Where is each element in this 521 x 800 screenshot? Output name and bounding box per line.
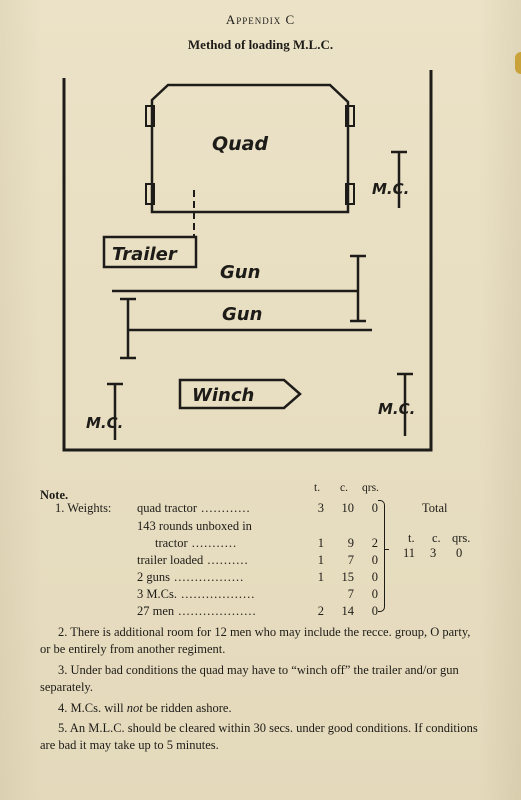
weight-row-label: 27 men ................... — [137, 604, 257, 618]
weight-row-label: quad tractor ............ — [137, 501, 251, 515]
col-header-cwt: c. — [340, 482, 348, 494]
note-paragraph-5: 5. An M.L.C. should be cleared within 30… — [40, 721, 478, 752]
total-heading: Total — [422, 501, 448, 515]
gun-1: Gun — [112, 254, 366, 323]
motorcycle-right-lower: M.C. — [378, 372, 415, 436]
total-col-t: t. — [408, 531, 415, 545]
mc-right-lower-label: M.C. — [378, 400, 415, 418]
weight-row-label: 2 guns ................. — [137, 570, 245, 584]
winch-label: Winch — [192, 385, 254, 406]
gun-2-label: Gun — [222, 304, 262, 325]
col-header-qrs: qrs. — [362, 482, 379, 494]
trailer-label: Trailer — [112, 244, 178, 265]
weights-prefix: 1. Weights: — [55, 501, 112, 515]
total-brace — [378, 500, 385, 612]
note-heading: Note. — [40, 488, 69, 502]
weight-row-q: 0 — [371, 570, 378, 584]
motorcycle-right-upper: M.C. — [372, 150, 409, 208]
total-col-qrs: qrs. — [452, 531, 471, 545]
weight-row-c: 15 — [341, 570, 355, 584]
quad-wheel-front-right — [345, 105, 355, 127]
weight-row-q: 2 — [371, 536, 378, 550]
winch: Winch — [178, 378, 302, 410]
mc-left-lower-label: M.C. — [86, 414, 123, 432]
weight-row-t: 1 — [317, 553, 324, 567]
total-value-t: 11 — [403, 546, 416, 560]
weight-row-c: 10 — [341, 501, 355, 515]
quad-wheel-rear-right — [345, 183, 355, 205]
weight-row-label: 3 M.Cs. .................. — [137, 587, 256, 601]
weight-row-t: 2 — [317, 604, 324, 618]
total-value-c: 3 — [430, 546, 437, 560]
quad-wheel-front-left — [145, 105, 155, 127]
weight-row-c: 7 — [347, 553, 354, 567]
weight-row-c: 9 — [347, 536, 354, 550]
gun-1-label: Gun — [220, 262, 260, 283]
page-title: Method of loading M.L.C. — [187, 37, 334, 52]
weight-row-label: 143 rounds unboxed in — [137, 519, 252, 533]
motorcycle-left-lower: M.C. — [86, 382, 123, 440]
weight-row-label: tractor ........... — [155, 536, 238, 550]
winch-box — [178, 378, 302, 410]
weight-row-q: 0 — [371, 604, 378, 618]
quad-body — [150, 83, 350, 214]
weight-row-label: trailer loaded .......... — [137, 553, 249, 567]
quad-label: Quad — [212, 133, 268, 155]
note-paragraph-2: 2. There is additional room for 12 men w… — [40, 625, 471, 656]
weight-row-c: 7 — [347, 587, 354, 601]
trailer: Trailer — [102, 235, 198, 269]
quad-vehicle: Quad — [145, 83, 355, 236]
craft-outline — [62, 70, 433, 452]
quad-wheel-rear-left — [145, 183, 155, 205]
loading-diagram: Quad Trailer Gun Gun Winch M.C. M.C. — [62, 70, 433, 452]
page-edge-tab — [515, 52, 521, 74]
appendix-header: Appendix C — [225, 12, 296, 27]
note-paragraph-4: 4. M.Cs. will not be ridden ashore. — [58, 701, 232, 715]
weight-row-t: 3 — [317, 501, 324, 515]
weight-row-q: 0 — [371, 553, 378, 567]
col-header-tons: t. — [314, 482, 321, 494]
total-value-q: 0 — [456, 546, 463, 560]
total-brace-tip — [384, 549, 389, 551]
total-col-c: c. — [432, 531, 441, 545]
weight-row-t: 1 — [317, 570, 324, 584]
mc-right-upper-label: M.C. — [372, 180, 409, 198]
weight-row-q: 0 — [371, 501, 378, 515]
weight-row-q: 0 — [371, 587, 378, 601]
trailer-box — [102, 235, 198, 269]
weight-row-c: 14 — [341, 604, 355, 618]
gun-2: Gun — [120, 297, 372, 360]
weight-row-t: 1 — [317, 536, 324, 550]
craft-hull-line — [62, 70, 433, 452]
note-paragraph-3: 3. Under bad conditions the quad may hav… — [40, 663, 459, 694]
